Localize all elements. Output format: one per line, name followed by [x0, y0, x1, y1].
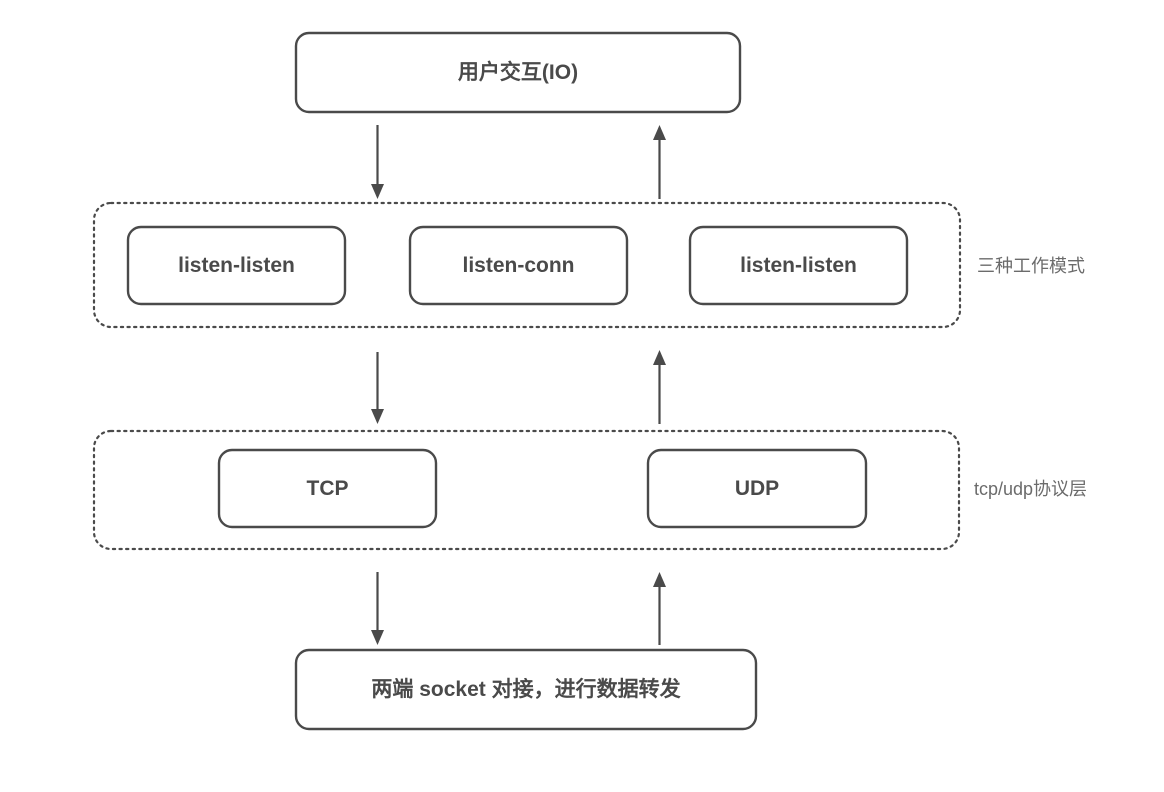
group-working-modes-outline	[92, 201, 962, 329]
node-mode-right-shape	[688, 225, 909, 306]
connector-socket-to-protocol	[653, 572, 666, 645]
group-working-modes: listen-listen listen-conn listen-listen …	[92, 201, 1085, 329]
arrowhead-up-icon	[653, 572, 666, 587]
arrowhead-up-icon	[653, 350, 666, 365]
node-udp-shape	[646, 448, 868, 529]
node-mode-center-shape	[408, 225, 629, 306]
node-socket-forwarding-label: 两端 socket 对接，进行数据转发	[371, 677, 681, 701]
group-protocol-layer-caption: tcp/udp协议层	[974, 479, 1087, 499]
node-user-io-label: 用户交互(IO)	[458, 60, 578, 84]
connector-io-to-modes	[371, 125, 384, 199]
arrowhead-down-icon	[371, 184, 384, 199]
group-protocol-layer: TCP UDP tcp/udp协议层	[92, 429, 1087, 551]
arrowhead-up-icon	[653, 125, 666, 140]
group-working-modes-caption: 三种工作模式	[977, 256, 1085, 276]
node-tcp[interactable]: TCP	[217, 448, 438, 529]
node-mode-right-label: listen-listen	[740, 254, 857, 277]
node-mode-listen-conn-center[interactable]: listen-conn	[408, 225, 629, 306]
node-mode-listen-listen-right[interactable]: listen-listen	[688, 225, 909, 306]
connector-modes-to-protocol	[371, 352, 384, 424]
node-udp[interactable]: UDP	[646, 448, 868, 529]
arrowhead-down-icon	[371, 409, 384, 424]
node-user-io-shape	[294, 31, 742, 114]
connector-protocol-to-socket	[371, 572, 384, 645]
connector-protocol-to-modes	[653, 350, 666, 424]
node-udp-label: UDP	[735, 477, 779, 500]
node-socket-forwarding-shape	[294, 648, 758, 731]
node-mode-left-shape	[126, 225, 347, 306]
node-mode-center-label: listen-conn	[462, 254, 574, 277]
group-protocol-layer-outline	[92, 429, 961, 551]
node-mode-left-label: listen-listen	[178, 254, 295, 277]
arrowhead-down-icon	[371, 630, 384, 645]
node-user-io[interactable]: 用户交互(IO)	[294, 31, 742, 114]
connector-modes-to-io	[653, 125, 666, 199]
node-mode-listen-listen-left[interactable]: listen-listen	[126, 225, 347, 306]
node-tcp-label: TCP	[307, 477, 349, 500]
node-socket-forwarding[interactable]: 两端 socket 对接，进行数据转发	[294, 648, 758, 731]
node-tcp-shape	[217, 448, 438, 529]
